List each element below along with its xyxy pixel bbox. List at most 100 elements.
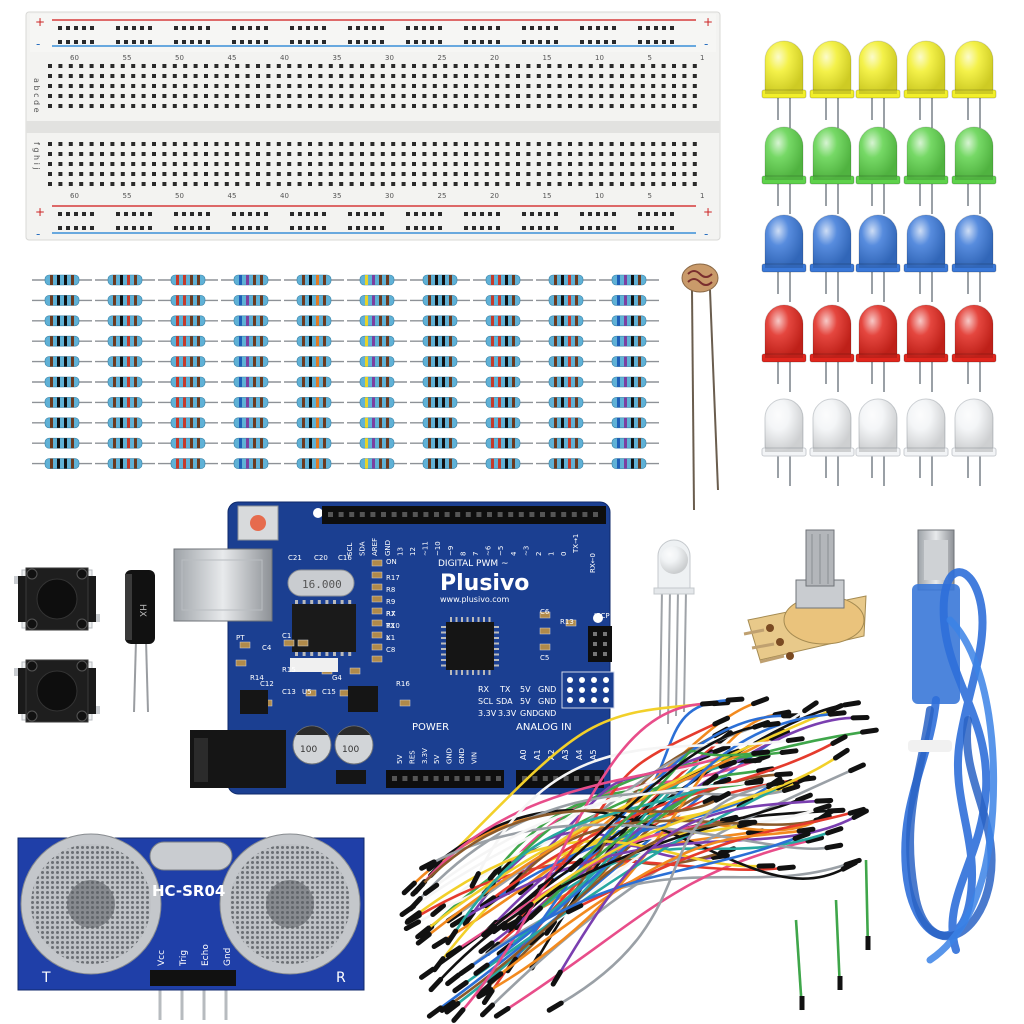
resistor	[410, 274, 470, 286]
strip-hole	[672, 172, 676, 176]
resistor	[221, 356, 281, 367]
header-label: RX	[478, 685, 490, 694]
rail-hole	[182, 26, 186, 30]
strip-hole	[183, 162, 188, 166]
strip-hole	[380, 182, 385, 186]
strip-hole	[578, 64, 583, 68]
strip-hole	[672, 182, 676, 186]
strip-hole	[183, 182, 188, 186]
strip-hole	[391, 74, 396, 78]
strip-hole	[276, 172, 281, 176]
strip-hole	[588, 182, 593, 186]
column-number: 1	[700, 192, 704, 200]
strip-hole	[661, 142, 666, 146]
rail-hole	[638, 26, 642, 30]
cap-2-label: 100	[342, 745, 359, 755]
strip-hole	[204, 142, 208, 146]
strip-hole	[214, 64, 219, 68]
strip-hole	[120, 152, 125, 156]
strip-hole	[141, 142, 146, 146]
strip-hole	[578, 162, 583, 166]
strip-hole	[328, 182, 333, 186]
rail-hole	[604, 40, 608, 44]
strip-hole	[412, 84, 416, 88]
strip-hole	[661, 104, 666, 108]
strip-hole	[58, 84, 63, 88]
resistor	[95, 458, 155, 469]
resistor	[95, 295, 155, 306]
rail-hole	[496, 212, 500, 216]
strip-hole	[349, 104, 354, 108]
plus-label-bottom-right: +	[703, 205, 713, 219]
strip-hole	[380, 104, 385, 108]
analog-pin-label: A4	[575, 749, 584, 760]
strip-hole	[547, 162, 552, 166]
pin-label: ~6	[485, 545, 493, 556]
strip-hole	[620, 182, 624, 186]
rail-hole	[132, 226, 136, 230]
strip-hole	[422, 162, 427, 166]
strip-hole	[599, 84, 604, 88]
resistor	[284, 274, 344, 286]
strip-hole	[682, 64, 687, 68]
resistor	[473, 335, 533, 347]
rail-hole	[488, 26, 492, 30]
rail-hole	[438, 26, 442, 30]
strip-hole	[557, 84, 562, 88]
strip-hole	[141, 104, 146, 108]
led	[809, 40, 855, 128]
resistor	[599, 295, 659, 306]
strip-hole	[391, 64, 396, 68]
strip-hole	[422, 142, 427, 146]
sensor-pin-label: Vcc	[157, 950, 167, 966]
rail-hole	[670, 212, 674, 216]
strip-hole	[609, 94, 614, 98]
strip-hole	[651, 142, 656, 146]
strip-hole	[308, 104, 312, 108]
strip-hole	[360, 84, 364, 88]
jumper-wire	[517, 747, 850, 916]
strip-hole	[328, 104, 333, 108]
strip-hole	[162, 172, 167, 176]
strip-hole	[110, 64, 115, 68]
rail-hole	[124, 26, 128, 30]
resistor	[221, 274, 281, 286]
resistor	[284, 295, 344, 306]
strip-hole	[48, 104, 52, 108]
rail-hole	[488, 40, 492, 44]
analog-pin-label: A3	[561, 749, 570, 760]
strip-hole	[464, 64, 468, 68]
strip-hole	[120, 142, 125, 146]
strip-hole	[672, 74, 676, 78]
strip-hole	[640, 104, 645, 108]
potentiometer	[743, 529, 867, 664]
strip-hole	[568, 84, 572, 88]
strip-hole	[453, 172, 458, 176]
strip-hole	[131, 94, 136, 98]
strip-hole	[692, 182, 697, 186]
component-label: C1	[282, 632, 291, 640]
strip-hole	[89, 104, 94, 108]
strip-hole	[152, 94, 156, 98]
strip-hole	[287, 182, 292, 186]
strip-hole	[391, 182, 396, 186]
strip-hole	[276, 64, 281, 68]
strip-hole	[172, 172, 177, 176]
strip-hole	[526, 172, 531, 176]
strip-hole	[89, 182, 94, 186]
resistor	[347, 397, 407, 408]
strip-hole	[536, 172, 541, 176]
strip-hole	[484, 64, 489, 68]
strip-hole	[256, 84, 260, 88]
strip-hole	[370, 74, 375, 78]
resistor	[347, 356, 407, 367]
component-label: ISCP	[594, 612, 610, 620]
rail-hole	[206, 212, 210, 216]
strip-hole	[297, 152, 302, 156]
rail-hole	[248, 26, 252, 30]
strip-hole	[588, 162, 593, 166]
strip-hole	[547, 152, 552, 156]
resistor	[410, 356, 470, 367]
strip-hole	[391, 152, 396, 156]
